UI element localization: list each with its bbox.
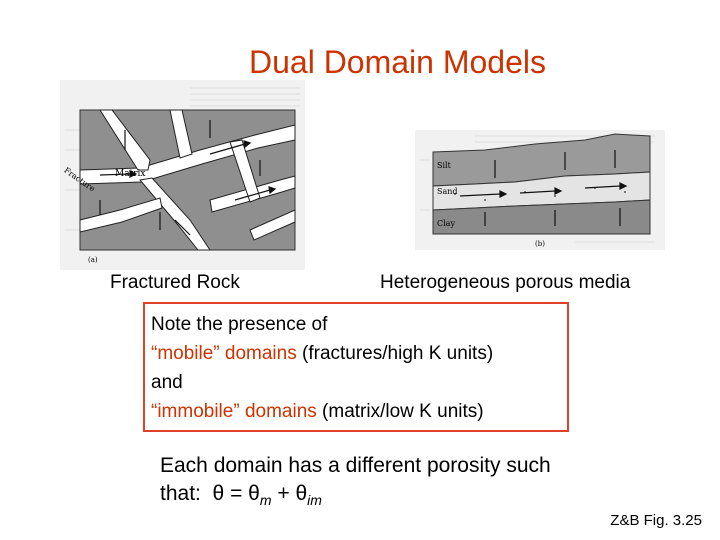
theta-m-symbol: θ <box>248 482 260 505</box>
caption-porous-media: Heterogeneous porous media <box>380 272 631 293</box>
theta-im-symbol: θ <box>295 482 308 505</box>
plus-sign: + <box>271 482 296 505</box>
subscript-im: im <box>307 492 322 509</box>
immobile-domains-detail: (matrix/low K units) <box>316 401 484 422</box>
porosity-line-1: Each domain has a different porosity suc… <box>160 454 551 477</box>
clay-label: Clay <box>437 219 455 228</box>
equation-prefix: that: <box>160 482 201 505</box>
matrix-label: Matrix <box>115 169 145 179</box>
caption-fractured-rock: Fractured Rock <box>110 272 240 293</box>
immobile-domains-text: “immobile” domains <box>151 401 317 422</box>
note-line-2: “mobile” domains (fractures/high K units… <box>151 343 493 365</box>
porosity-statement: Each domain has a different porosity suc… <box>160 452 551 514</box>
figure-reference: Z&B Fig. 3.25 <box>610 512 702 529</box>
note-line-1: Note the presence of <box>151 314 328 335</box>
fractured-rock-figure: Matrix Fracture (a) <box>60 80 305 270</box>
mobile-domains-text: “mobile” domains <box>151 343 297 364</box>
panel-b-label: (b) <box>535 240 545 248</box>
theta-symbol: θ <box>212 482 225 505</box>
note-line-4: “immobile” domains (matrix/low K units) <box>151 401 484 423</box>
note-box: Note the presence of “mobile” domains (f… <box>143 302 569 432</box>
porosity-equation: that: θ = θm + θim <box>160 480 551 514</box>
subscript-m: m <box>259 492 272 509</box>
silt-label: Silt <box>437 161 452 170</box>
equals-sign: = <box>224 482 249 505</box>
porous-media-figure: Silt Sand Clay (b) <box>415 130 665 250</box>
sand-label: Sand <box>437 187 458 196</box>
slide-title: Dual Domain Models <box>248 44 546 80</box>
note-line-3: and <box>151 372 183 393</box>
mobile-domains-detail: (fractures/high K units) <box>296 343 494 364</box>
panel-a-label: (a) <box>88 256 98 264</box>
